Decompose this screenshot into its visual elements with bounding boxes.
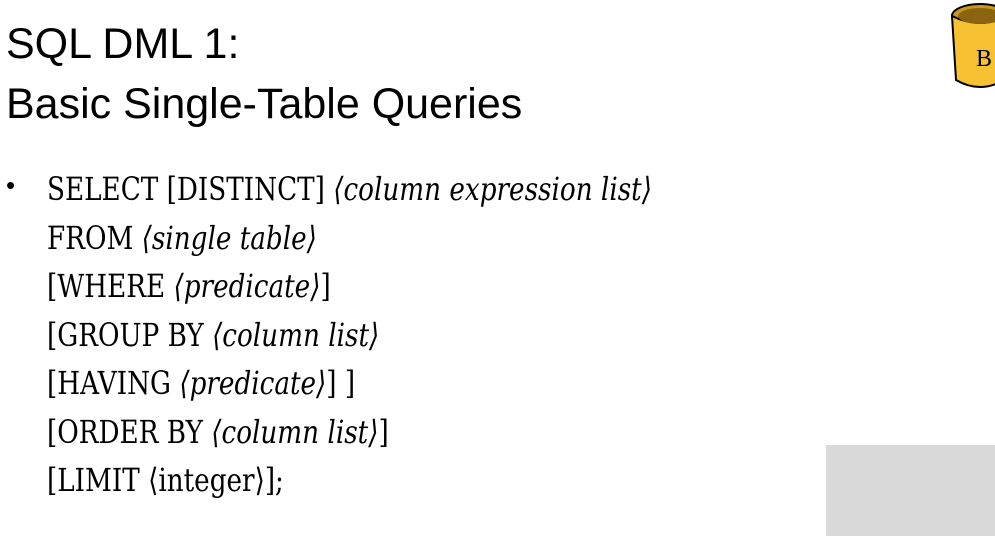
slide-title: SQL DML 1: Basic Single-Table Queries [6,14,522,134]
groupby-clause: [GROUP BY ⟨column list⟩ [47,311,652,360]
groupby-argument: ⟨column list⟩ [212,315,380,354]
title-line-2: Basic Single-Table Queries [6,80,523,128]
select-keyword: SELECT [47,170,159,208]
limit-close: ]; [264,461,284,499]
having-keyword: [HAVING [47,364,171,402]
berkeley-logo-icon: B [950,3,995,88]
placeholder-box [826,445,995,536]
having-close: ] ] [326,364,356,402]
from-keyword: FROM [47,218,134,257]
where-argument: ⟨predicate⟩ [173,267,321,305]
limit-keyword: [LIMIT [47,461,140,499]
orderby-clause: [ORDER BY ⟨column list⟩] [47,408,652,457]
from-clause: FROM ⟨single table⟩ [47,214,652,263]
title-line-1: SQL DML 1: [6,20,240,68]
from-argument: ⟨single table⟩ [141,218,317,257]
where-close: ] [320,267,331,305]
having-argument: ⟨predicate⟩ [179,364,327,402]
limit-argument: ⟨integer⟩ [148,461,265,499]
select-argument: ⟨column expression list⟩ [333,170,652,208]
orderby-close: ] [378,412,389,451]
distinct-option: [DISTINCT] [166,170,325,208]
bullet-point: • [6,170,16,200]
orderby-keyword: [ORDER BY [47,412,203,451]
orderby-argument: ⟨column list⟩ [211,412,379,451]
where-clause: [WHERE ⟨predicate⟩] [47,262,652,311]
logo-letter: B [976,46,992,72]
sql-syntax-block: SELECT [DISTINCT] ⟨column expression lis… [47,165,652,505]
select-clause: SELECT [DISTINCT] ⟨column expression lis… [47,165,652,214]
having-clause: [HAVING ⟨predicate⟩] ] [47,359,652,408]
where-keyword: [WHERE [47,267,166,305]
groupby-keyword: [GROUP BY [47,315,204,354]
limit-clause: [LIMIT ⟨integer⟩]; [47,456,652,505]
